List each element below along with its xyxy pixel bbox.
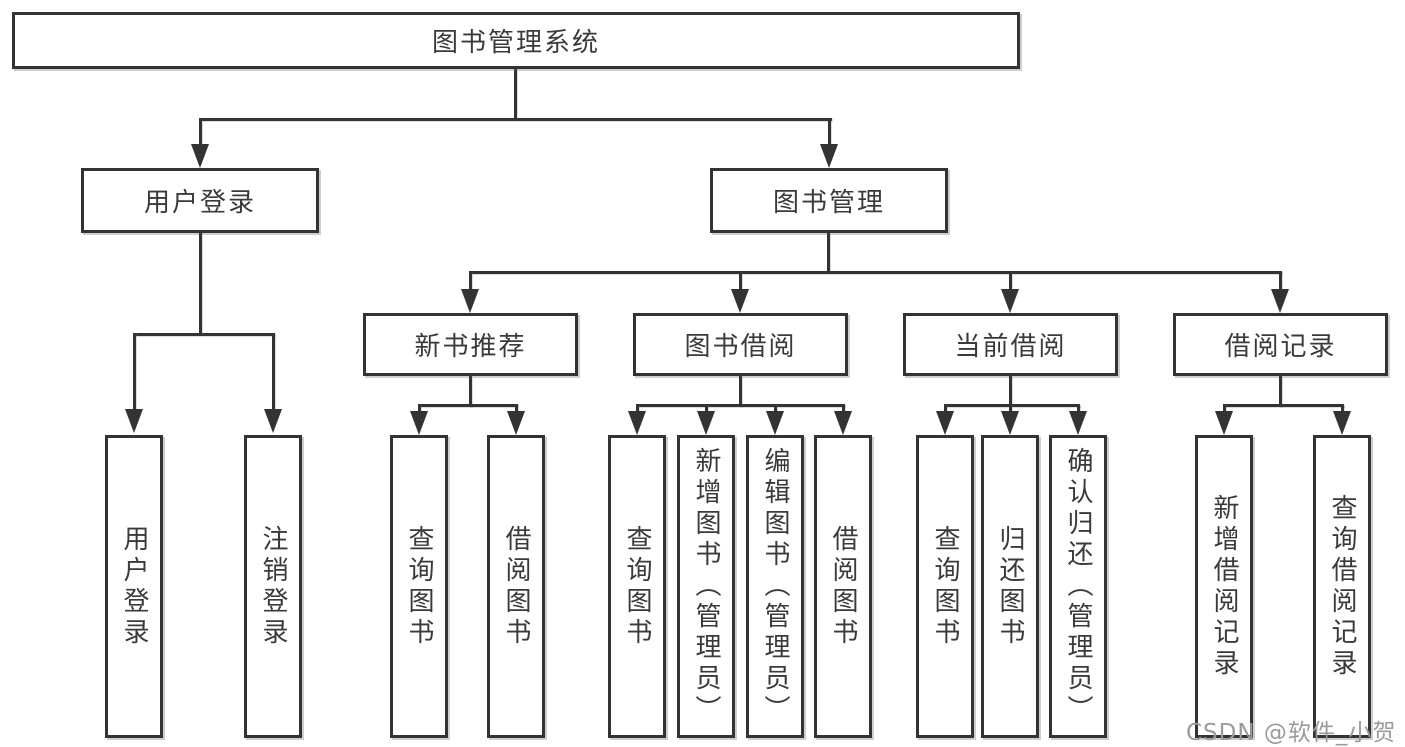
arrowhead-down-icon: [731, 289, 749, 313]
connector-line: [133, 333, 136, 411]
arrowhead-down-icon: [410, 411, 428, 435]
arrowhead-down-icon: [125, 409, 143, 433]
node-library-management-system: 图书管理系统: [12, 12, 1020, 69]
connector-line: [1077, 404, 1080, 414]
connector-line: [944, 404, 947, 414]
arrowhead-down-icon: [766, 411, 784, 435]
connector-line: [636, 404, 639, 414]
connector-line: [272, 333, 275, 411]
node-current-borrow: 当前借阅: [903, 313, 1118, 376]
arrowhead-down-icon: [1271, 289, 1289, 313]
leaf-borrow-book: 借阅图书: [814, 435, 872, 738]
connector-line: [199, 118, 832, 121]
arrowhead-down-icon: [834, 411, 852, 435]
leaf-edit-book-admin: 编辑图书（管理员）: [746, 435, 804, 738]
connector-line: [514, 69, 517, 120]
arrowhead-down-icon: [1001, 289, 1019, 313]
leaf-logout: 注销登录: [244, 435, 302, 738]
connector-line: [828, 118, 831, 148]
leaf-label: 新增借阅记录: [1209, 493, 1239, 680]
leaf-label: 查询借阅记录: [1327, 493, 1357, 680]
leaf-user-login: 用户登录: [105, 435, 163, 738]
leaf-label: 查询图书: [930, 524, 960, 649]
arrowhead-down-icon: [936, 411, 954, 435]
connector-line: [705, 404, 708, 414]
leaf-add-book-admin: 新增图书（管理员）: [677, 435, 735, 738]
node-book-management: 图书管理: [710, 168, 948, 233]
connector-line: [418, 404, 421, 414]
connector-line: [842, 404, 845, 414]
connector-line: [1009, 271, 1012, 291]
leaf-label: 新增图书（管理员）: [691, 447, 721, 726]
node-borrow-records: 借阅记录: [1173, 313, 1388, 376]
connector-line: [469, 271, 472, 291]
arrowhead-down-icon: [1333, 411, 1351, 435]
arrowhead-down-icon: [628, 411, 646, 435]
leaf-borrow-book: 借阅图书: [487, 435, 545, 738]
leaf-label: 查询图书: [622, 524, 652, 649]
connector-line: [739, 376, 742, 407]
arrowhead-down-icon: [507, 411, 525, 435]
connector-line: [199, 233, 202, 335]
connector-line: [469, 271, 1282, 274]
arrowhead-down-icon: [1215, 411, 1233, 435]
arrowhead-down-icon: [191, 144, 209, 168]
leaf-label: 查询图书: [404, 524, 434, 649]
connector-line: [636, 404, 845, 407]
leaf-query-book: 查询图书: [390, 435, 448, 738]
arrowhead-down-icon: [1001, 411, 1019, 435]
leaf-add-borrow-record: 新增借阅记录: [1195, 435, 1253, 738]
arrowhead-down-icon: [461, 289, 479, 313]
csdn-watermark: CSDN @软件_小贺同学: [1186, 720, 1397, 746]
connector-line: [774, 404, 777, 414]
connector-line: [1279, 376, 1282, 407]
connector-line: [133, 333, 275, 336]
connector-line: [739, 271, 742, 291]
arrowhead-down-icon: [820, 144, 838, 168]
connector-line: [199, 118, 202, 148]
node-user-login: 用户登录: [81, 168, 319, 233]
leaf-label: 归还图书: [995, 524, 1025, 649]
connector-line: [1223, 404, 1226, 414]
leaf-label: 注销登录: [258, 524, 288, 649]
connector-line: [1009, 404, 1012, 414]
node-book-borrow: 图书借阅: [633, 313, 848, 376]
connector-line: [469, 376, 472, 407]
arrowhead-down-icon: [1069, 411, 1087, 435]
connector-line: [1009, 376, 1012, 407]
leaf-label: 借阅图书: [828, 524, 858, 649]
leaf-label: 编辑图书（管理员）: [760, 447, 790, 726]
connector-line: [1223, 404, 1344, 407]
leaf-return-book: 归还图书: [981, 435, 1039, 738]
connector-line: [1279, 271, 1282, 291]
connector-line: [418, 404, 518, 407]
arrowhead-down-icon: [697, 411, 715, 435]
leaf-confirm-return-admin: 确认归还（管理员）: [1049, 435, 1107, 738]
node-new-book-recommend: 新书推荐: [363, 313, 578, 376]
connector-line: [944, 404, 1080, 407]
leaf-label: 借阅图书: [501, 524, 531, 649]
connector-line: [827, 233, 830, 273]
connector-line: [515, 404, 518, 414]
leaf-query-borrow-record: 查询借阅记录: [1313, 435, 1371, 738]
arrowhead-down-icon: [264, 409, 282, 433]
leaf-label: 确认归还（管理员）: [1063, 447, 1093, 726]
connector-line: [1341, 404, 1344, 414]
leaf-query-book: 查询图书: [608, 435, 666, 738]
leaf-label: 用户登录: [119, 524, 149, 649]
leaf-query-book: 查询图书: [916, 435, 974, 738]
